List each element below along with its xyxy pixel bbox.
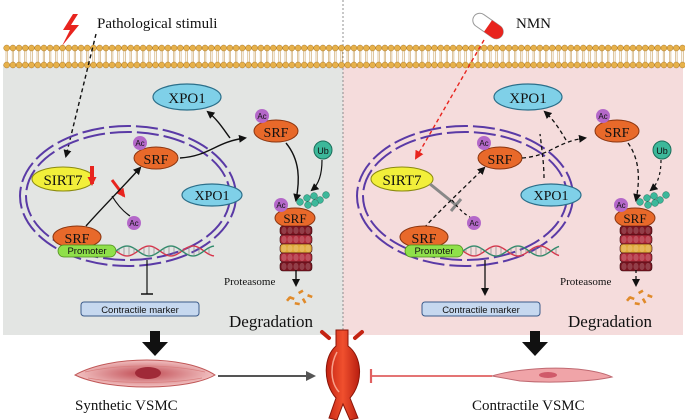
right-ubiquitin-chain [636,191,670,209]
svg-text:SRF: SRF [605,126,630,141]
right-export-path [521,134,587,159]
left-degradation-label: Degradation [229,312,314,331]
synthetic-vsmc-cell-icon [73,359,216,388]
svg-text:SIRT7: SIRT7 [382,173,422,189]
svg-text:SRF: SRF [283,211,306,226]
left-xpo1-cytoplasm: XPO1 [152,83,222,111]
svg-text:SRF: SRF [412,232,437,247]
right-ub-arrow [649,159,662,192]
right-contractile-marker: Contractile marker [421,301,541,317]
right-xpo1-nuclear: XPO1 [520,183,582,207]
left-sirt7: SIRT7 [31,166,95,192]
svg-text:Ac: Ac [276,201,285,210]
right-peptide-fragments [625,289,653,306]
svg-text:Contractile marker: Contractile marker [442,305,520,316]
svg-text:Ub: Ub [317,146,329,156]
synthetic-vsmc-label: Synthetic VSMC [75,398,178,414]
right-xpo1-cytoplasm: XPO1 [493,83,563,111]
right-srf-acetylation-arrow [423,166,486,229]
svg-text:Ac: Ac [469,219,478,228]
right-sirt7-inhibition [429,182,457,207]
left-panel: Pathological stimuli XPO1 SIRT7 SRF Ac [19,14,333,331]
left-xpo1-nuclear: XPO1 [181,183,243,207]
contractile-vsmc-cell-icon [491,367,614,383]
right-proteasome [619,225,653,272]
right-sirt7: SIRT7 [370,166,434,192]
left-free-ac: Ac [127,216,141,230]
right-degradation-label: Degradation [568,312,653,331]
svg-text:SRF: SRF [65,232,90,247]
left-panel-background [3,65,343,335]
svg-text:SRF: SRF [623,211,646,226]
left-ac-srf-nucleus: SRF Ac [133,136,179,170]
svg-text:SIRT7: SIRT7 [43,173,83,189]
right-stimulus-label: NMN [516,16,551,32]
right-degradation-path [627,142,642,202]
left-contractile-marker: Contractile marker [80,301,200,317]
svg-text:XPO1: XPO1 [168,91,206,107]
svg-text:XPO1: XPO1 [533,189,568,204]
svg-text:SRF: SRF [144,153,169,168]
left-ac-srf-proteasome: SRF Ac [274,198,316,229]
svg-text:Ac: Ac [129,219,138,228]
right-panel: NMN XPO1 SIRT7 SRF Ac Ac [356,12,672,331]
svg-text:Contractile marker: Contractile marker [101,305,179,316]
left-ac-srf-cytoplasm: SRF Ac [253,109,299,143]
nmn-pill-icon [472,12,504,40]
left-ub: Ub [313,140,333,160]
svg-text:XPO1: XPO1 [509,91,547,107]
svg-text:Ac: Ac [598,112,607,121]
right-dna-helix [462,245,560,257]
left-ubiquitin-chain [296,191,330,209]
contractile-vsmc-label: Contractile VSMC [472,398,585,414]
svg-text:SRF: SRF [488,153,513,168]
left-stimulus-label: Pathological stimuli [97,16,217,32]
svg-text:Ac: Ac [135,139,144,148]
lightning-icon [62,14,79,46]
right-big-down-arrow [522,331,548,356]
right-ub: Ub [652,140,672,160]
left-degradation-path [285,142,302,202]
right-stimulus-arrow [415,39,485,160]
left-proteasome [279,225,313,272]
svg-text:Promoter: Promoter [67,246,106,257]
left-deacetylation-arrow [110,179,126,198]
right-ac-srf-cytoplasm: SRF Ac [594,109,640,143]
cell-membrane [3,44,685,69]
svg-text:Promoter: Promoter [414,246,453,257]
left-ac-release-line [111,195,131,217]
left-big-down-arrow [142,331,168,356]
svg-text:Ac: Ac [257,112,266,121]
left-dna-helix [115,245,215,257]
left-srf-promoter: SRF Promoter [52,225,117,258]
svg-text:XPO1: XPO1 [194,189,229,204]
left-ub-arrow [310,159,323,192]
left-export-path [179,134,247,159]
left-peptide-fragments [286,289,313,306]
right-panel-background [343,65,683,335]
right-ac-release-line [451,199,471,218]
aorta-aneurysm-icon [320,329,364,420]
right-free-ac: Ac [467,216,481,230]
right-proteasome-label: Proteasome [560,276,611,288]
left-xpo1-recycle-arrow [206,110,231,139]
right-xpo1-import-dash [539,133,545,179]
svg-text:Ac: Ac [616,201,625,210]
svg-text:Ac: Ac [479,139,488,148]
left-srf-acetylation-arrow [85,166,142,227]
right-xpo1-recycle-arrow [543,110,567,141]
right-ac-srf-proteasome: SRF Ac [614,198,656,229]
right-ac-srf-nucleus: SRF Ac [477,136,523,170]
left-proteasome-label: Proteasome [224,276,275,288]
svg-text:SRF: SRF [264,126,289,141]
svg-text:Ub: Ub [656,146,668,156]
